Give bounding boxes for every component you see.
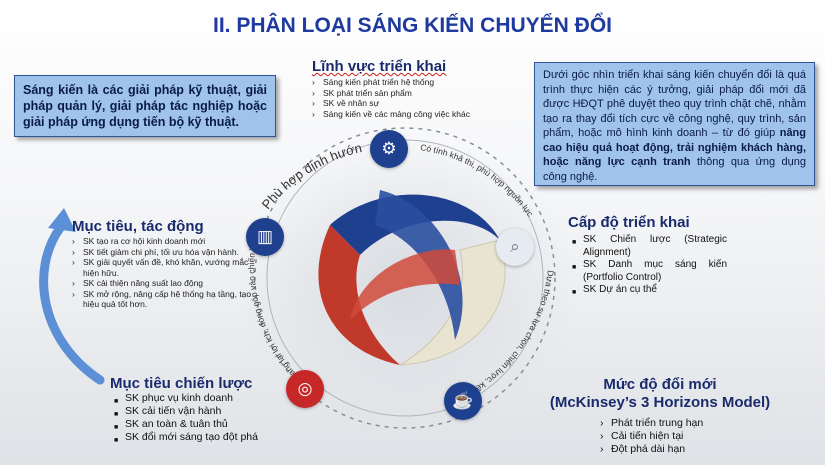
list-muc-tieu: SK tạo ra cơ hội kinh doanh mới SK tiết … [72, 236, 262, 310]
page-title: II. PHÂN LOẠI SÁNG KIẾN CHUYỂN ĐỔI [212, 14, 613, 37]
heading-muc-do-line2: (McKinsey’s 3 Horizons Model) [549, 394, 771, 411]
list-item: SK Dự án cụ thể [572, 284, 727, 299]
band-blue-inner [375, 190, 463, 340]
heading-muc-do-line1: Mức độ đổi mới [603, 376, 717, 393]
band-red-inner [350, 249, 460, 320]
list-item: SK tiết giảm chi phí, tối ưu hóa vận hàn… [72, 247, 262, 258]
list-item: Cải tiến hiện tại [600, 430, 703, 443]
band-blue-top [330, 194, 500, 255]
heading-cap-do: Cấp độ triển khai [568, 214, 690, 231]
list-item: SK phát triển sản phẩm [312, 88, 502, 99]
curved-arrow-head [48, 208, 76, 232]
search-icon: ⌕ [496, 228, 534, 266]
curved-arrow [39, 223, 105, 385]
list-item: SK cải tiến vận hành [114, 405, 304, 421]
heading-chien-luoc: Mục tiêu chiến lược [110, 375, 253, 392]
gear-icon: ⚙ [370, 130, 408, 168]
list-item: Đột phá dài hạn [600, 443, 703, 456]
perspective-bold: nâng cao hiệu quả hoạt động, trải nghiệm… [543, 127, 806, 168]
definition-box: Sáng kiến là các giải pháp kỹ thuật, giả… [14, 75, 276, 137]
list-item: SK cải thiện năng suất lao động [72, 278, 262, 289]
list-item: Phát triển trung hạn [600, 417, 703, 430]
band-red-left [318, 225, 400, 365]
heading-muc-tieu: Mục tiêu, tác động [72, 218, 204, 235]
list-item: SK Chiến lược (Strategic Alignment) [572, 234, 727, 259]
list-item: SK giải quyết vấn đề, khó khăn, vướng mắ… [72, 257, 262, 278]
heading-muc-do: Mức độ đổi mới (McKinsey’s 3 Horizons Mo… [540, 376, 780, 412]
band-cream-right [399, 239, 506, 366]
list-item: SK Danh mục sáng kiến (Portfolio Control… [572, 259, 727, 284]
list-linh-vuc: Sáng kiến phát triển hệ thống SK phát tr… [312, 77, 502, 119]
list-item: SK về nhân sự [312, 98, 502, 109]
perspective-text-end: thông qua ứng dụng công nghệ. [543, 156, 806, 183]
cup-icon: ☕ [444, 382, 482, 420]
list-item: Sáng kiến phát triển hệ thống [312, 77, 502, 88]
list-chien-luoc: SK phục vụ kinh doanh SK cải tiến vận hà… [114, 392, 304, 447]
list-item: SK phục vụ kinh doanh [114, 392, 304, 408]
list-item: SK mở rộng, nâng cấp hệ thống hạ tầng, t… [72, 289, 262, 310]
list-item: SK tạo ra cơ hội kinh doanh mới [72, 236, 262, 247]
list-item: SK đổi mới sáng tạo đột phá [114, 431, 304, 447]
perspective-box: Dưới góc nhìn triển khai sáng kiến chuyể… [534, 62, 815, 186]
list-muc-do: Phát triển trung hạn Cải tiến hiện tại Đ… [600, 417, 703, 456]
list-item: Sáng kiến về các mảng công việc khác [312, 109, 502, 120]
list-item: SK an toàn & tuân thủ [114, 418, 304, 434]
list-cap-do: SK Chiến lược (Strategic Alignment) SK D… [572, 234, 727, 299]
perspective-text: Dưới góc nhìn triển khai sáng kiến chuyể… [543, 69, 806, 139]
heading-linh-vuc: Lĩnh vực triển khai [312, 58, 447, 75]
